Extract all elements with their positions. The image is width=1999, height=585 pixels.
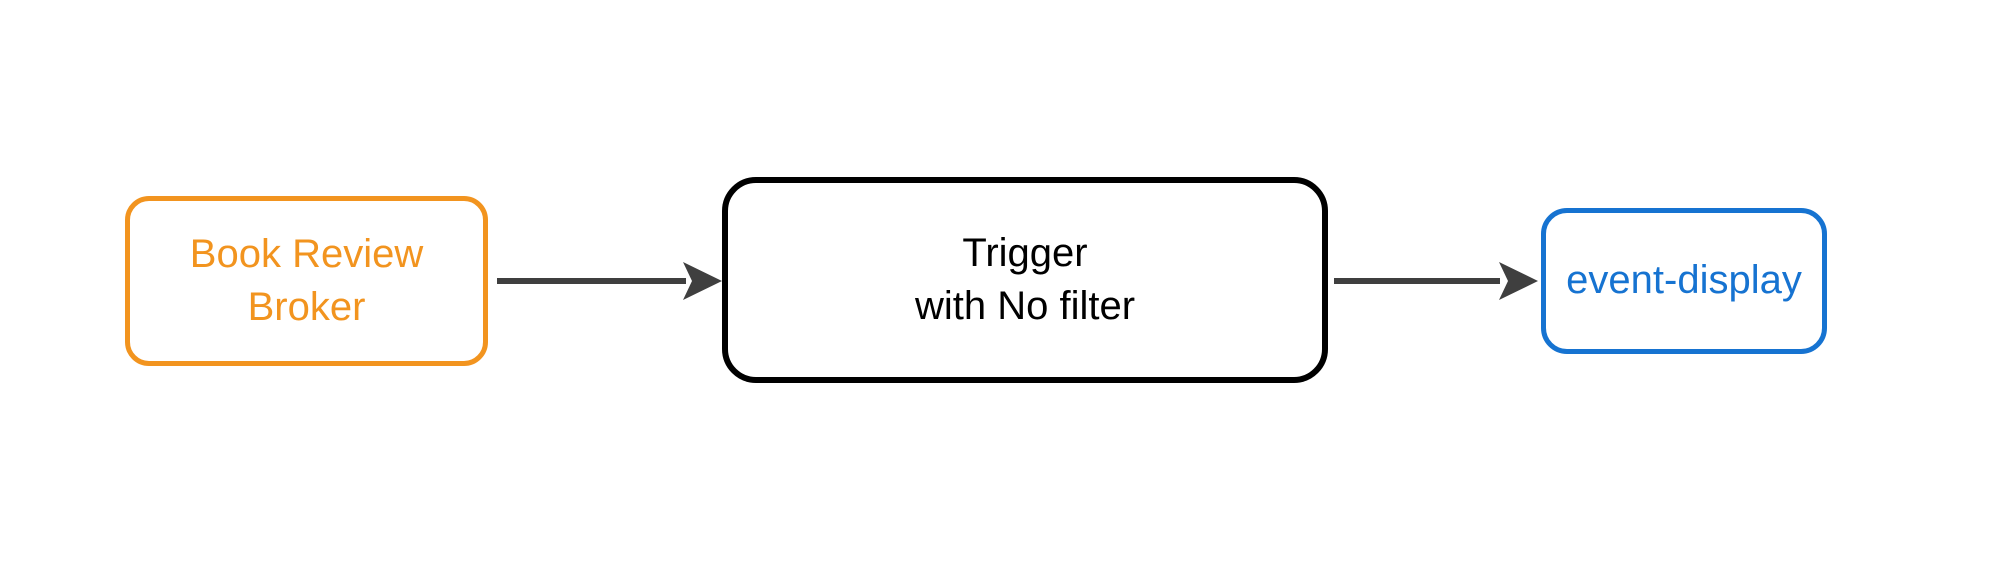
node-label: Book Review Broker bbox=[189, 231, 424, 329]
node-event-display: event-display bbox=[1541, 208, 1827, 354]
node-book-review-broker: Book Review Broker bbox=[125, 196, 488, 366]
arrowhead-icon bbox=[683, 262, 722, 300]
arrowhead-icon bbox=[1499, 262, 1538, 300]
node-label: event-display bbox=[1566, 258, 1802, 303]
node-trigger-with-no-filter: Trigger with No filter bbox=[722, 177, 1328, 383]
edge-broker-to-trigger bbox=[497, 262, 722, 300]
edge-trigger-to-event-display bbox=[1334, 262, 1538, 300]
node-label: Trigger with No filter bbox=[914, 230, 1136, 328]
